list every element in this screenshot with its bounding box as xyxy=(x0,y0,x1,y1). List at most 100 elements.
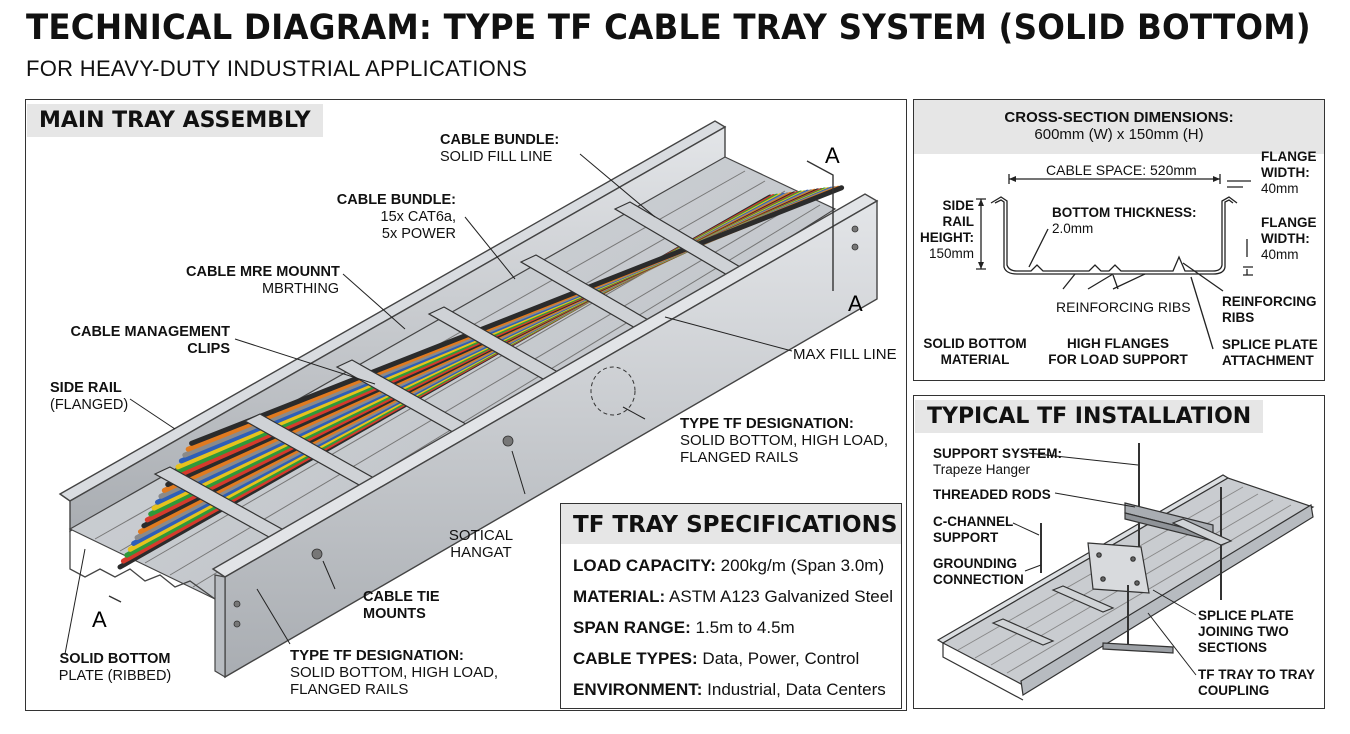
label-text: CABLE MRE MOUNNT xyxy=(186,264,340,280)
label-solid-bottom-plate: SOLID BOTTOM PLATE (RIBBED) xyxy=(50,651,180,685)
cross-reinforcing-ribs-mid: REINFORCING RIBS xyxy=(1056,299,1191,315)
cross-high-flanges: HIGH FLANGES FOR LOAD SUPPORT xyxy=(1048,336,1188,368)
label-text: JOINING TWO xyxy=(1198,624,1289,639)
main-assembly-title: MAIN TRAY ASSEMBLY xyxy=(27,104,323,137)
label-text: CABLE MANAGEMENT xyxy=(70,324,231,340)
install-grounding: GROUNDING CONNECTION xyxy=(933,556,1024,588)
label-text: SOLID BOTTOM xyxy=(923,336,1027,351)
label-text: CABLE BUNDLE: xyxy=(336,192,456,208)
spec-key: CABLE TYPES: xyxy=(573,649,698,668)
label-text: MATERIAL xyxy=(940,352,1010,367)
label-text: RAIL xyxy=(942,214,975,229)
label-text: SPLICE PLATE xyxy=(1198,608,1294,623)
label-text: SOLID BOTTOM, HIGH LOAD, xyxy=(290,664,499,681)
label-text: FLANGED RAILS xyxy=(290,681,409,698)
label-text: 40mm xyxy=(1261,247,1299,262)
cross-splice-plate-attachment: SPLICE PLATE ATTACHMENT xyxy=(1222,337,1318,369)
cross-title-line-1: CROSS-SECTION DIMENSIONS: xyxy=(1004,109,1234,126)
label-text: TYPE TF DESIGNATION: xyxy=(290,647,464,664)
install-tray-coupling: TF TRAY TO TRAY COUPLING xyxy=(1198,667,1315,699)
label-cable-management-clips: CABLE MANAGEMENT CLIPS xyxy=(60,324,231,358)
section-a-right: A xyxy=(848,291,863,316)
spec-row: ENVIRONMENT: Industrial, Data Centers xyxy=(573,680,886,700)
label-text: CLIPS xyxy=(187,341,230,357)
spec-value: 200kg/m (Span 3.0m) xyxy=(720,556,885,575)
cross-flange-width-top: FLANGE WIDTH: 40mm xyxy=(1261,149,1317,197)
installation-title: TYPICAL TF INSTALLATION xyxy=(915,400,1264,433)
label-text: FLANGE xyxy=(1261,215,1317,230)
label-cable-bundle-count: CABLE BUNDLE: 15x CAT6a, 5x POWER xyxy=(330,192,456,243)
label-cable-bundle-fill: CABLE BUNDLE: SOLID FILL LINE xyxy=(440,132,560,166)
label-text: SOTICAL xyxy=(448,527,514,544)
cross-bottom-thickness: BOTTOM THICKNESS: 2.0mm xyxy=(1052,205,1197,237)
page-title: TECHNICAL DIAGRAM: TYPE TF CABLE TRAY SY… xyxy=(26,8,1311,48)
label-text: SIDE RAIL xyxy=(50,380,122,396)
cross-solid-bottom-material: SOLID BOTTOM MATERIAL xyxy=(920,336,1030,368)
label-text: WIDTH: xyxy=(1261,165,1310,180)
cable-management-clips xyxy=(153,201,749,548)
label-text: 15x CAT6a, xyxy=(380,209,457,225)
label-text: PLATE (RIBBED) xyxy=(58,668,172,684)
label-text: 150mm xyxy=(928,246,974,261)
spec-row: SPAN RANGE: 1.5m to 4.5m xyxy=(573,618,795,638)
cross-section-title: CROSS-SECTION DIMENSIONS: 600mm (W) x 15… xyxy=(914,100,1324,154)
page-subtitle: FOR HEAVY-DUTY INDUSTRIAL APPLICATIONS xyxy=(26,56,528,81)
cross-flange-width-bottom: FLANGE WIDTH: 40mm xyxy=(1261,215,1317,263)
label-cable-tie-mounts: CABLE TIE MOUNTS xyxy=(363,589,440,623)
label-text: WIDTH: xyxy=(1261,231,1310,246)
label-text: FOR LOAD SUPPORT xyxy=(1048,352,1188,367)
label-text: 40mm xyxy=(1261,181,1299,196)
label-text: CABLE TIE xyxy=(363,589,440,605)
label-text: TF TRAY TO TRAY xyxy=(1198,667,1316,682)
cable xyxy=(189,185,845,446)
section-a-left: A xyxy=(92,607,107,632)
label-text: SOLID FILL LINE xyxy=(440,149,553,165)
cross-section-drawing xyxy=(976,174,1253,350)
install-threaded-rods: THREADED RODS xyxy=(933,487,1051,502)
label-cable-mount: CABLE MRE MOUNNT MBRTHING xyxy=(186,264,340,298)
main-tray-drawing: A A A xyxy=(58,120,879,679)
spec-value: Industrial, Data Centers xyxy=(707,680,886,699)
label-text: SIDE xyxy=(942,198,974,213)
spec-key: ENVIRONMENT: xyxy=(573,680,703,699)
install-support-system: SUPPORT SYSTEM: Trapeze Hanger xyxy=(933,446,1062,478)
spec-value: 1.5m to 4.5m xyxy=(695,618,795,637)
spec-key: LOAD CAPACITY: xyxy=(573,556,716,575)
spec-row: CABLE TYPES: Data, Power, Control xyxy=(573,649,859,669)
spec-row: LOAD CAPACITY: 200kg/m (Span 3.0m) xyxy=(573,556,884,576)
label-text: RIBS xyxy=(1222,310,1255,325)
label-text: CABLE BUNDLE: xyxy=(440,132,560,148)
spec-row: MATERIAL: ASTM A123 Galvanized Steel xyxy=(573,587,893,607)
label-text: FLANGED RAILS xyxy=(680,449,799,466)
label-text: GROUNDING xyxy=(933,556,1017,571)
label-text: SUPPORT xyxy=(933,530,999,545)
label-text: ATTACHMENT xyxy=(1222,353,1314,368)
section-a-top: A xyxy=(825,143,840,168)
label-text: HIGH FLANGES xyxy=(1066,336,1169,351)
spec-key: SPAN RANGE: xyxy=(573,618,691,637)
label-text: 2.0mm xyxy=(1052,221,1094,236)
cross-side-rail-height: SIDE RAIL HEIGHT: 150mm xyxy=(918,198,974,262)
label-text: (FLANGED) xyxy=(50,397,129,413)
label-text: HEIGHT: xyxy=(920,230,974,245)
label-text: 5x POWER xyxy=(381,226,456,242)
label-type-tf-designation-lower: TYPE TF DESIGNATION: SOLID BOTTOM, HIGH … xyxy=(290,647,498,698)
cross-section-panel: CROSS-SECTION DIMENSIONS: 600mm (W) x 15… xyxy=(913,99,1325,381)
spec-value: Data, Power, Control xyxy=(702,649,860,668)
label-text: CONNECTION xyxy=(933,572,1024,587)
label-text: MBRTHING xyxy=(262,281,340,297)
install-c-channel: C-CHANNEL SUPPORT xyxy=(933,514,1013,546)
label-sotical-hangat: SOTICAL HANGAT xyxy=(440,527,522,561)
cross-cable-space: CABLE SPACE: 520mm xyxy=(1046,162,1197,178)
specifications-box: TF TRAY SPECIFICATIONS LOAD CAPACITY: 20… xyxy=(560,503,902,709)
specifications-title: TF TRAY SPECIFICATIONS xyxy=(561,504,901,544)
label-text: SECTIONS xyxy=(1198,640,1268,655)
label-text: TYPE TF DESIGNATION: xyxy=(680,415,854,432)
installation-drawing xyxy=(936,443,1315,701)
label-text: SOLID BOTTOM xyxy=(59,651,171,667)
label-text: MOUNTS xyxy=(363,606,426,622)
label-text: SPLICE PLATE xyxy=(1222,337,1318,352)
label-text: HANGAT xyxy=(450,544,512,561)
label-text: BOTTOM THICKNESS: xyxy=(1052,205,1197,220)
label-text: FLANGE xyxy=(1261,149,1317,164)
